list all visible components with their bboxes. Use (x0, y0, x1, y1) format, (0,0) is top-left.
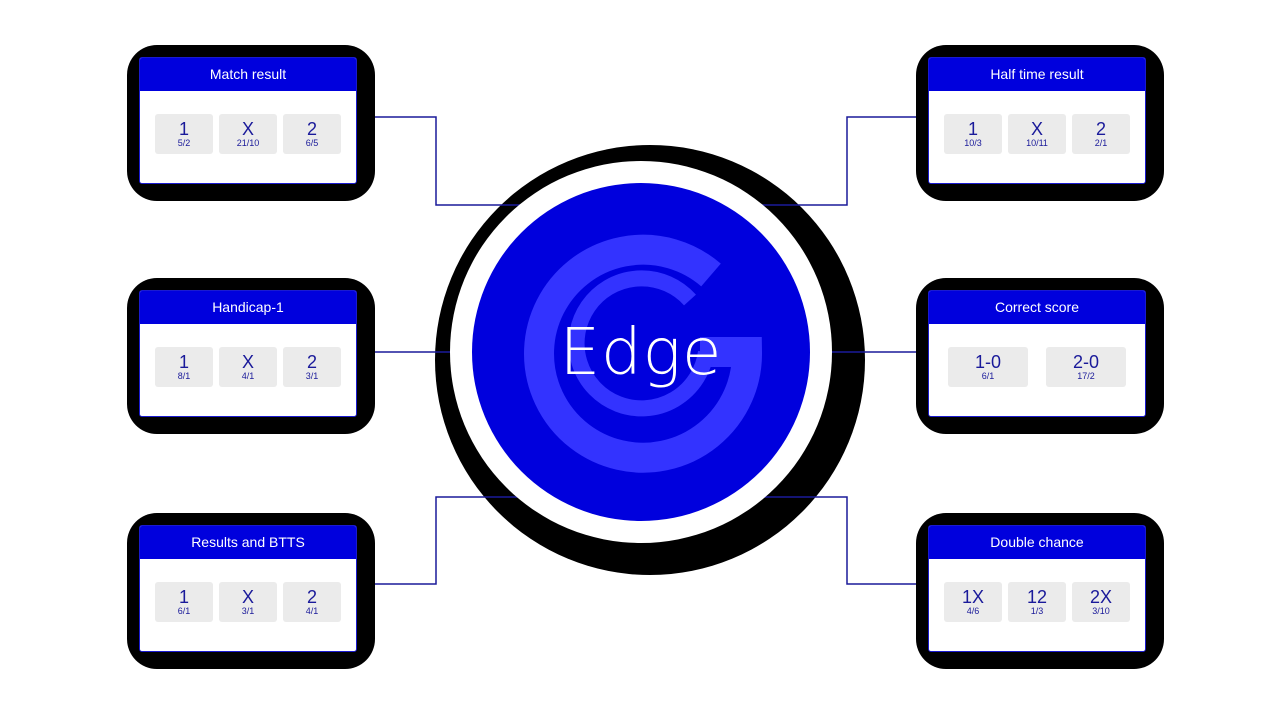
odds-option-button[interactable]: 2X 3/10 (1072, 582, 1130, 622)
option-label: 2X (1089, 587, 1113, 607)
market-card-frame: Half time result 1 10/3 X 10/11 2 2/1 (916, 45, 1164, 201)
option-odds: 3/1 (241, 606, 255, 616)
odds-option-button[interactable]: 1X 4/6 (944, 582, 1002, 622)
odds-option-button[interactable]: 12 1/3 (1008, 582, 1066, 622)
odds-option-button[interactable]: 1 5/2 (155, 114, 213, 154)
market-card-title: Double chance (929, 526, 1145, 559)
connector-half-time (762, 116, 929, 206)
market-card: Half time result 1 10/3 X 10/11 2 2/1 (928, 57, 1146, 184)
market-card: Correct score 1-0 6/1 2-0 17/2 (928, 290, 1146, 417)
odds-option-button[interactable]: 1-0 6/1 (948, 347, 1028, 387)
connector-lines (355, 116, 929, 585)
market-card-frame: Results and BTTS 1 6/1 X 3/1 2 4/1 (127, 513, 375, 669)
odds-options: 1 10/3 X 10/11 2 2/1 (929, 114, 1145, 154)
market-card-frame: Correct score 1-0 6/1 2-0 17/2 (916, 278, 1164, 434)
odds-option-button[interactable]: X 10/11 (1008, 114, 1066, 154)
market-card-frame: Double chance 1X 4/6 12 1/3 2X 3/10 (916, 513, 1164, 669)
odds-option-button[interactable]: X 3/1 (219, 582, 277, 622)
option-label: 2 (306, 587, 317, 607)
option-label: X (241, 587, 254, 607)
option-label: 2 (306, 352, 317, 372)
option-label: 2-0 (1072, 352, 1099, 372)
option-label: 2 (306, 119, 317, 139)
option-odds: 4/1 (305, 606, 319, 616)
option-odds: 2/1 (1094, 138, 1108, 148)
connector-results-btts (355, 496, 520, 585)
option-odds: 10/3 (964, 138, 982, 148)
market-card-title: Results and BTTS (140, 526, 356, 559)
option-odds: 21/10 (236, 138, 260, 148)
option-odds: 6/1 (177, 606, 191, 616)
option-odds: 10/11 (1026, 138, 1048, 148)
option-odds: 8/1 (177, 371, 191, 381)
option-label: 1 (178, 352, 189, 372)
option-odds: 6/1 (981, 371, 995, 381)
odds-options: 1 6/1 X 3/1 2 4/1 (140, 582, 356, 622)
market-card: Handicap-1 1 8/1 X 4/1 2 3/1 (139, 290, 357, 417)
odds-option-button[interactable]: 2 3/1 (283, 347, 341, 387)
option-label: 1 (967, 119, 978, 139)
market-card-frame: Match result 1 5/2 X 21/10 2 6/5 (127, 45, 375, 201)
odds-options: 1 5/2 X 21/10 2 6/5 (140, 114, 356, 154)
option-label: X (241, 352, 254, 372)
option-odds: 4/1 (241, 371, 255, 381)
market-card: Results and BTTS 1 6/1 X 3/1 2 4/1 (139, 525, 357, 652)
odds-options: 1-0 6/1 2-0 17/2 (929, 347, 1145, 387)
edge-logo-g-icon (524, 234, 763, 473)
option-label: 1-0 (974, 352, 1001, 372)
odds-options: 1X 4/6 12 1/3 2X 3/10 (929, 582, 1145, 622)
odds-option-button[interactable]: 2 4/1 (283, 582, 341, 622)
option-label: X (1030, 119, 1043, 139)
market-card: Match result 1 5/2 X 21/10 2 6/5 (139, 57, 357, 184)
odds-option-button[interactable]: 1 10/3 (944, 114, 1002, 154)
option-odds: 5/2 (177, 138, 191, 148)
odds-option-button[interactable]: 1 6/1 (155, 582, 213, 622)
odds-option-button[interactable]: 2-0 17/2 (1046, 347, 1126, 387)
odds-option-button[interactable]: X 21/10 (219, 114, 277, 154)
center-logo-text: Edge (559, 316, 723, 390)
connector-match-result (355, 116, 520, 206)
odds-options: 1 8/1 X 4/1 2 3/1 (140, 347, 356, 387)
option-odds: 3/1 (305, 371, 319, 381)
market-card-title: Half time result (929, 58, 1145, 91)
option-label: 12 (1026, 587, 1048, 607)
odds-option-button[interactable]: 2 2/1 (1072, 114, 1130, 154)
market-card-title: Handicap-1 (140, 291, 356, 324)
option-label: 1 (178, 587, 189, 607)
option-label: X (241, 119, 254, 139)
option-label: 1X (961, 587, 985, 607)
option-odds: 6/5 (305, 138, 319, 148)
market-card-title: Match result (140, 58, 356, 91)
option-odds: 1/3 (1030, 606, 1044, 616)
odds-option-button[interactable]: 1 8/1 (155, 347, 213, 387)
option-label: 1 (178, 119, 189, 139)
market-card: Double chance 1X 4/6 12 1/3 2X 3/10 (928, 525, 1146, 652)
odds-option-button[interactable]: X 4/1 (219, 347, 277, 387)
option-odds: 4/6 (966, 606, 980, 616)
odds-option-button[interactable]: 2 6/5 (283, 114, 341, 154)
market-card-title: Correct score (929, 291, 1145, 324)
market-card-frame: Handicap-1 1 8/1 X 4/1 2 3/1 (127, 278, 375, 434)
option-odds: 3/10 (1092, 606, 1110, 616)
option-label: 2 (1095, 119, 1106, 139)
connector-double-chance (762, 496, 929, 585)
option-odds: 17/2 (1077, 371, 1095, 381)
